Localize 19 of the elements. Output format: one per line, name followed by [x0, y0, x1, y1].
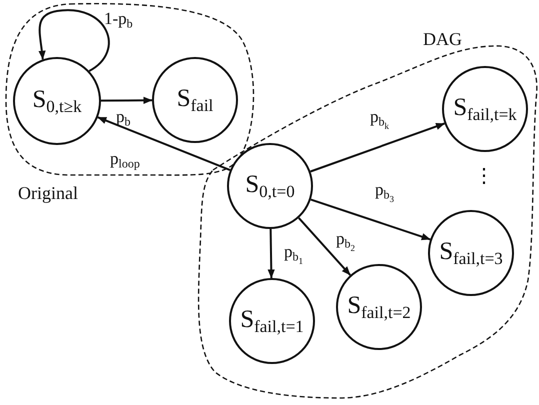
state-label: S$_{0,t=0}$ [245, 172, 295, 200]
state-label: S$_{fail,t=3}$ [439, 238, 503, 268]
state-label: S$_{fail}$ [176, 86, 214, 114]
arrow [268, 228, 275, 278]
self-loop-arrow [38, 9, 110, 72]
ellipsis-label: ⋮ [474, 166, 494, 186]
edge-label: p$_{loop}$ [110, 150, 140, 170]
arrow [298, 217, 351, 276]
state-label: S$_{0,t≥k}$ [32, 86, 82, 116]
arrow [310, 122, 445, 172]
edge-label: 1-p$_{b}$ [104, 10, 133, 30]
region-label: Original [18, 184, 78, 202]
state-label: S$_{fail,t=k}$ [453, 94, 517, 124]
arrow [310, 198, 431, 240]
arrow [97, 116, 230, 171]
state-label: S$_{fail,t=1}$ [240, 306, 304, 336]
region-label: DAG [423, 30, 462, 48]
state-label: S$_{fail,t=2}$ [347, 292, 411, 322]
arrow [101, 96, 152, 104]
